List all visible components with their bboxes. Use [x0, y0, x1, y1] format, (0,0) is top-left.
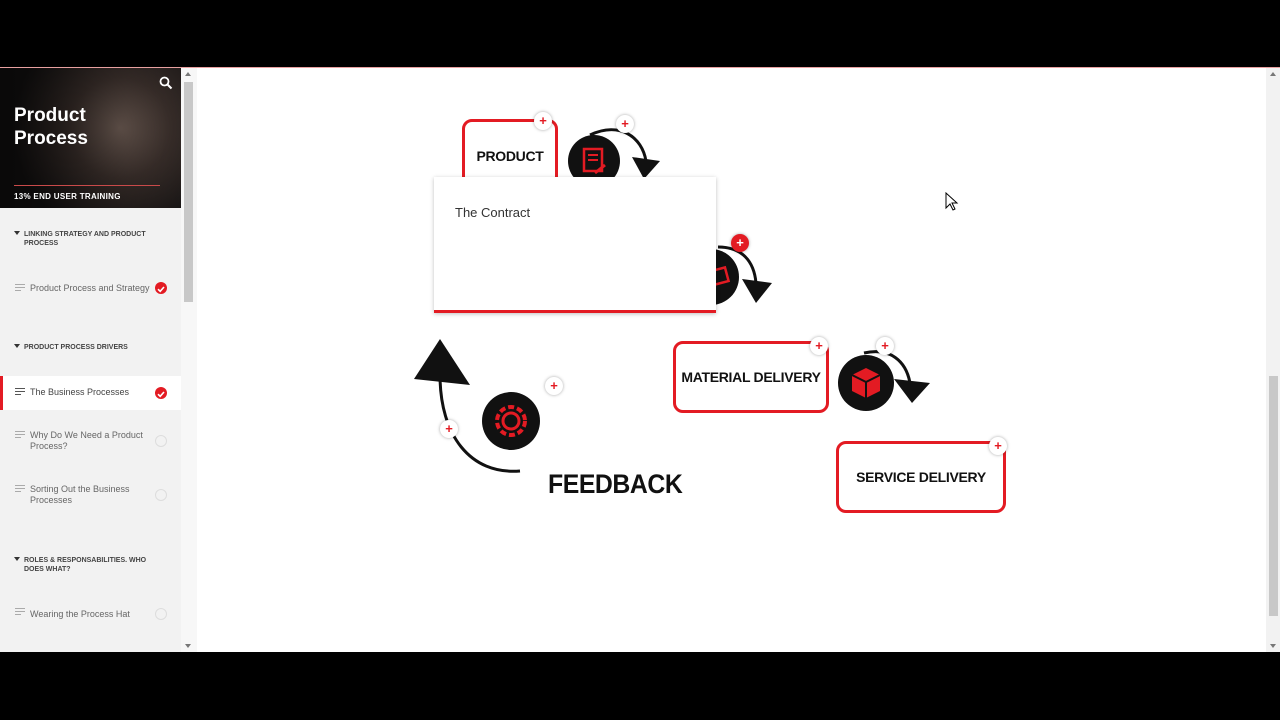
scroll-down-arrow-icon[interactable]	[185, 644, 191, 648]
lesson-why-need-process[interactable]: Why Do We Need a Product Process?	[0, 426, 181, 456]
feedback-label: FEEDBACK	[548, 469, 683, 499]
course-title: Product Process	[14, 105, 88, 149]
caret-down-icon	[14, 344, 20, 348]
active-indicator	[0, 376, 3, 410]
incomplete-circle-icon	[155, 435, 167, 447]
section-heading-drivers[interactable]: PRODUCT PROCESS DRIVERS	[14, 343, 164, 352]
order-hotspot-button[interactable]: +	[731, 234, 749, 252]
sidebar-scrollbar[interactable]	[181, 68, 197, 652]
material-delivery-box[interactable]: MATERIAL DELIVERY	[673, 341, 829, 413]
package-hotspot-button[interactable]: +	[876, 337, 894, 355]
package-icon	[838, 355, 894, 411]
scroll-up-arrow-icon[interactable]	[1270, 72, 1276, 76]
sidebar-hero: Product Process 13% END USER TRAINING	[0, 68, 181, 208]
frame-top-border	[0, 67, 1280, 68]
section-heading-linking-strategy[interactable]: LINKING STRATEGY AND PRODUCT PROCESS	[14, 230, 164, 248]
progress-divider	[14, 185, 160, 186]
lesson-lines-icon	[15, 388, 25, 397]
incomplete-circle-icon	[155, 489, 167, 501]
main-scrollbar[interactable]	[1266, 68, 1280, 652]
section-heading-roles[interactable]: ROLES & RESPONSABILITIES. WHO DOES WHAT?	[14, 556, 164, 574]
complete-check-icon	[155, 387, 167, 399]
complete-check-icon	[155, 282, 167, 294]
contract-popup: The Contract	[434, 177, 716, 313]
product-box[interactable]: PRODUCT	[462, 119, 558, 187]
caret-down-icon	[14, 557, 20, 561]
material-hotspot-button[interactable]: +	[810, 337, 828, 355]
service-delivery-box[interactable]: SERVICE DELIVERY	[836, 441, 1006, 513]
contract-hotspot-button[interactable]: +	[616, 115, 634, 133]
feedback-hotspot-button[interactable]: +	[545, 377, 563, 395]
mouse-cursor-icon	[945, 192, 959, 211]
search-icon[interactable]	[159, 76, 173, 90]
caret-down-icon	[14, 231, 20, 235]
lesson-sorting-processes[interactable]: Sorting Out the Business Processes	[0, 480, 181, 510]
scroll-down-arrow-icon[interactable]	[1270, 644, 1276, 648]
course-sidebar: Product Process 13% END USER TRAINING LI…	[0, 68, 181, 652]
product-hotspot-button[interactable]: +	[534, 112, 552, 130]
lesson-process-hat[interactable]: Wearing the Process Hat	[0, 605, 181, 627]
sidebar-scroll-thumb[interactable]	[184, 82, 193, 302]
service-hotspot-button[interactable]: +	[989, 437, 1007, 455]
incomplete-circle-icon	[155, 608, 167, 620]
main-scroll-thumb[interactable]	[1269, 376, 1278, 616]
curved-arrow-icon	[717, 245, 772, 303]
lesson-lines-icon	[15, 431, 25, 440]
curved-arrow-icon	[589, 128, 660, 179]
curved-arrow-icon	[863, 350, 930, 403]
lesson-product-process-strategy[interactable]: Product Process and Strategy	[0, 276, 181, 300]
course-frame: Product Process 13% END USER TRAINING LI…	[0, 67, 1280, 652]
lesson-lines-icon	[15, 284, 25, 293]
scroll-up-arrow-icon[interactable]	[185, 72, 191, 76]
feedback-arrow-hotspot-button[interactable]: +	[440, 420, 458, 438]
feedback-return-arrow-icon	[414, 339, 521, 473]
lesson-lines-icon	[15, 485, 25, 494]
gear-icon	[482, 392, 540, 450]
popup-title: The Contract	[455, 205, 531, 220]
hero-image-overlay	[0, 68, 181, 208]
lesson-business-processes[interactable]: The Business Processes	[0, 376, 181, 410]
course-progress: 13% END USER TRAINING	[14, 192, 121, 201]
lesson-lines-icon	[15, 608, 25, 617]
